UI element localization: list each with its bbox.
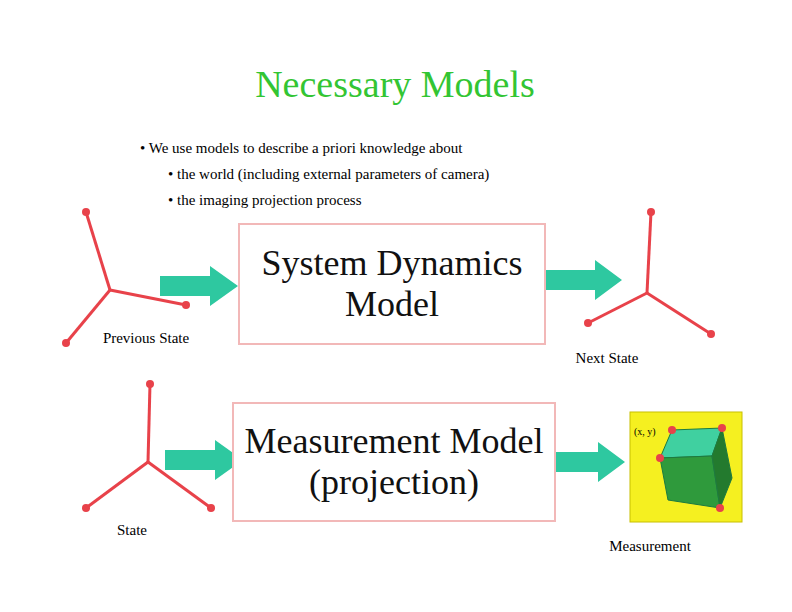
slide-title: Necessary Models — [255, 62, 535, 106]
projected-image — [630, 412, 742, 522]
sub-bullet-text: • the world (including external paramete… — [168, 166, 489, 183]
bullet-text: • We use models to describe a priori kno… — [140, 140, 462, 157]
state-axes — [66, 212, 711, 508]
box-label: System Dynamics Model — [252, 243, 532, 326]
state-label: Previous State — [103, 330, 189, 347]
measurement-label: Measurement — [609, 538, 691, 555]
axis-tips — [62, 208, 715, 512]
state-label: Next State — [576, 350, 639, 367]
model-box: System Dynamics Model — [238, 223, 546, 345]
sub-bullet-text: • the imaging projection process — [168, 192, 362, 209]
model-box: Measurement Model (projection) — [232, 402, 556, 522]
state-label: State — [117, 522, 147, 539]
image-coordinate: (x, y) — [634, 426, 656, 437]
box-label: Measurement Model (projection) — [244, 421, 544, 504]
